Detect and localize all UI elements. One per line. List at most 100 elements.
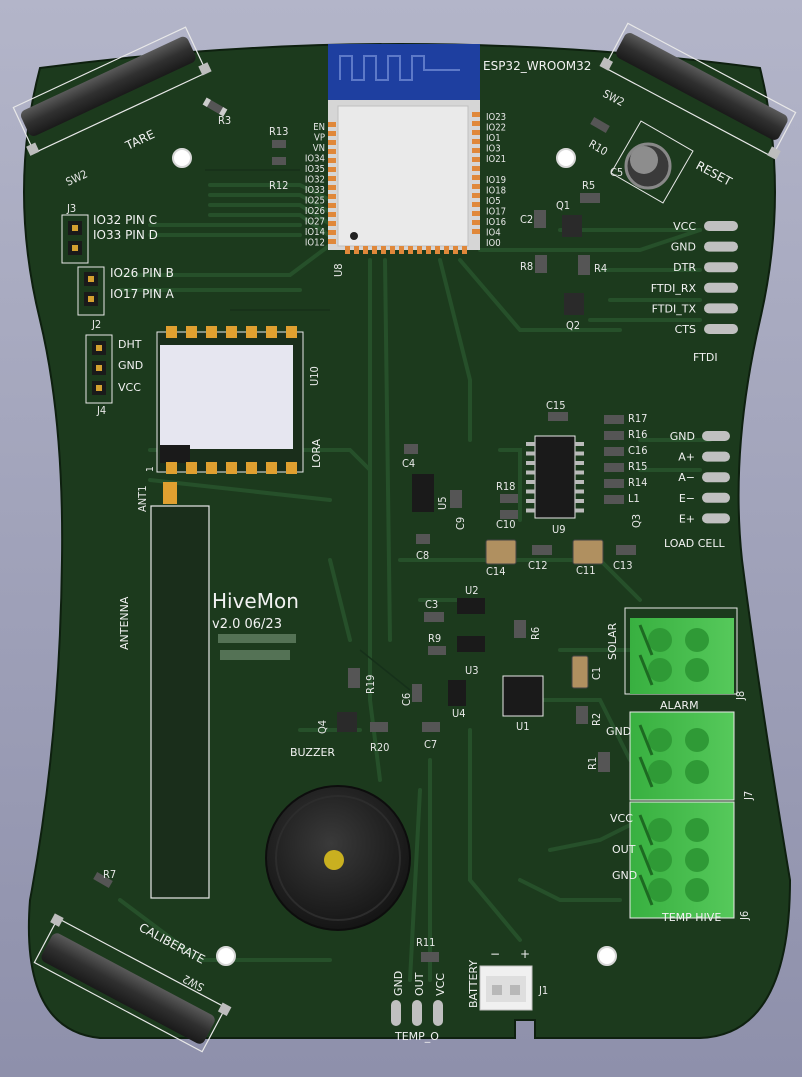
j4-line3: VCC: [118, 381, 141, 394]
battery-plus: +: [520, 947, 530, 961]
terminal-j7[interactable]: [629, 711, 735, 801]
battery-minus: −: [490, 947, 500, 961]
esp32-pads: [328, 112, 480, 254]
esp32-pin-label: IO1: [486, 133, 501, 144]
j8-sub: ALARM: [660, 699, 699, 712]
ref-r4: R4: [594, 262, 607, 275]
ref-c5: C5: [610, 166, 623, 179]
j2-ref: J2: [91, 318, 101, 331]
ref-r11: R11: [416, 936, 435, 949]
esp32-pin-label: IO25: [305, 196, 325, 207]
ref-r12: R12: [269, 179, 288, 192]
ref-c12: C12: [528, 559, 548, 572]
switch-calibrate[interactable]: [30, 913, 232, 1054]
ref-r7: R7: [103, 868, 116, 881]
lora-module[interactable]: [156, 326, 304, 474]
ref-l1: L1: [628, 492, 640, 505]
esp32-pin-label: IO4: [486, 228, 501, 239]
load-cell-pad[interactable]: [702, 513, 730, 524]
ref-c11: C11: [576, 564, 596, 577]
j8-ref: J8: [734, 691, 747, 701]
header-j2[interactable]: [77, 266, 105, 316]
switch-reset[interactable]: [599, 21, 800, 160]
ref-r1: R1: [586, 757, 599, 770]
j7-ref: J7: [742, 791, 755, 801]
esp32-pin-label: IO35: [305, 164, 325, 175]
terminal-j8[interactable]: [624, 607, 738, 695]
load-cell-pad[interactable]: [702, 431, 730, 441]
ref-c3: C3: [425, 598, 438, 611]
ref-designators: R3 R13 R12 R10 C5 R5 C2 Q1 R8 R4 Q2 C15 …: [103, 114, 648, 949]
header-j4[interactable]: [85, 334, 113, 404]
esp32-pin-label: IO32: [305, 175, 325, 186]
esp32-ref: U8: [332, 263, 345, 277]
j8-label: SOLAR: [606, 622, 619, 660]
esp32-pin-label: IO19: [486, 175, 506, 186]
temp-o-gnd: GND: [392, 971, 405, 996]
esp32-pin-label: IO33: [305, 185, 325, 196]
ref-u4: U4: [452, 707, 466, 720]
ftdi-pads[interactable]: [704, 221, 738, 334]
ref-r5: R5: [582, 179, 595, 192]
temp-o-pads[interactable]: [391, 1000, 443, 1026]
ftdi-pin-label: FTDI_RX: [651, 282, 697, 295]
ftdi-pad[interactable]: [704, 282, 738, 293]
header-j3[interactable]: [61, 214, 89, 264]
ref-q3: Q3: [630, 514, 643, 528]
load-cell-pin-label: A−: [678, 471, 695, 484]
ref-q1: Q1: [556, 199, 570, 212]
battery-connector[interactable]: [479, 965, 533, 1011]
ref-c7: C7: [424, 738, 437, 751]
esp32-pin-label: EN: [313, 122, 325, 133]
battery-label: BATTERY: [467, 960, 480, 1008]
antenna-label: ANTENNA: [118, 596, 131, 650]
esp32-pin-label: IO21: [486, 154, 506, 165]
j6-sub: TEMP HIVE: [661, 911, 721, 924]
buzzer-label: BUZZER: [290, 746, 335, 759]
load-cell-pad[interactable]: [702, 451, 730, 462]
lora-ref: U10: [308, 366, 321, 386]
ref-c2: C2: [520, 213, 533, 226]
j2-line1: IO26 PIN B: [110, 266, 174, 280]
load-cell-pad[interactable]: [702, 492, 730, 503]
battery-ref: J1: [538, 984, 548, 997]
board-version: v2.0 06/23: [212, 617, 282, 632]
ref-u1: U1: [516, 720, 530, 733]
buzzer[interactable]: [265, 785, 411, 931]
ftdi-pad[interactable]: [704, 221, 738, 231]
smd-parts: [93, 97, 636, 962]
terminal-j6[interactable]: [629, 801, 735, 919]
switch-tare[interactable]: [9, 25, 212, 156]
ftdi-pad[interactable]: [704, 262, 738, 273]
ref-r13: R13: [269, 125, 288, 138]
ftdi-pad[interactable]: [704, 303, 738, 314]
ref-c10: C10: [496, 518, 516, 531]
j6-pin-vcc: VCC: [610, 812, 633, 825]
load-cell-pads[interactable]: [702, 431, 730, 524]
j6-pin-out: OUT: [612, 843, 636, 856]
ref-r20: R20: [370, 741, 389, 754]
ftdi-pin-label: GND: [671, 241, 696, 254]
esp32-module[interactable]: [328, 44, 480, 250]
esp32-pin-label: IO16: [486, 217, 506, 228]
j7-label: GND: [606, 725, 631, 738]
j3-ref: J3: [66, 202, 76, 215]
load-cell-title: LOAD CELL: [664, 537, 725, 550]
antenna-ant1[interactable]: [150, 482, 210, 899]
esp32-pin-label: IO17: [486, 207, 506, 218]
ref-r18: R18: [496, 480, 515, 493]
lora-name: LORA: [310, 438, 323, 468]
blurred-text: [218, 634, 296, 660]
ref-r19: R19: [364, 675, 377, 694]
esp32-pin-label: IO34: [305, 154, 325, 165]
ref-c14: C14: [486, 565, 506, 578]
ref-r9: R9: [428, 632, 441, 645]
ref-r15: R15: [628, 460, 647, 473]
temp-o-out: OUT: [413, 972, 426, 996]
ref-c6: C6: [400, 693, 413, 706]
j2-line2: IO17 PIN A: [110, 287, 175, 301]
ftdi-pad[interactable]: [704, 241, 738, 252]
ftdi-pad[interactable]: [704, 324, 738, 334]
load-cell-pad[interactable]: [702, 472, 730, 483]
